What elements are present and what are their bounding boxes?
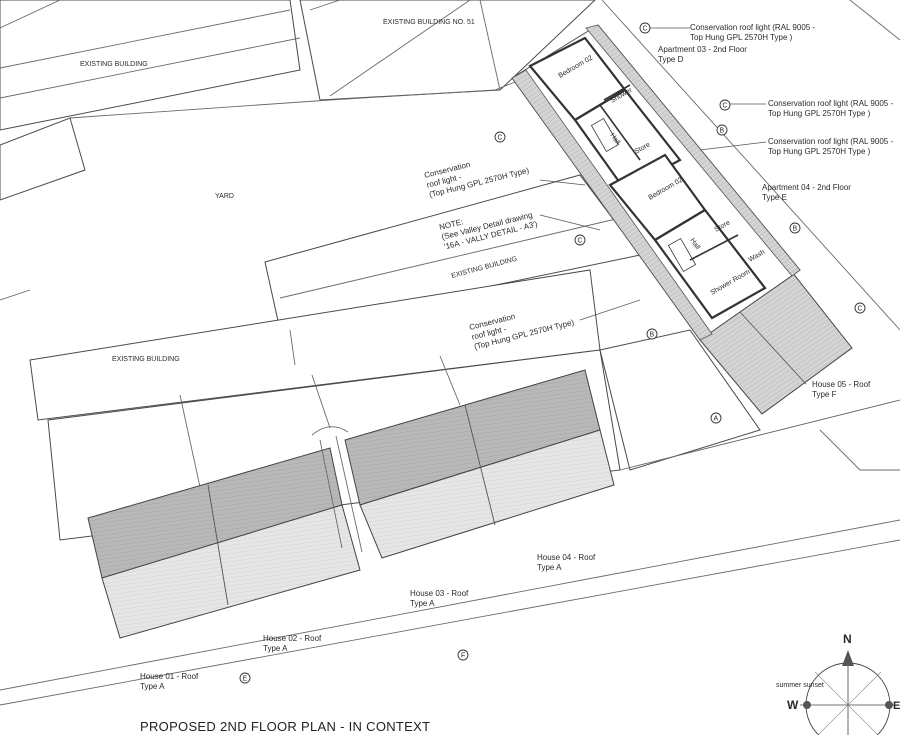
compass-west: W [787,698,799,712]
marker-11: E [239,672,251,684]
marker-5: C [574,234,586,246]
marker-7: C [854,302,866,314]
compass-east: E [893,700,900,712]
marker-6: B [789,222,801,234]
drawing-title: PROPOSED 2ND FLOOR PLAN - IN CONTEXT [140,719,430,734]
house-04-label: House 04 - Roof Type A [537,553,598,572]
roof-light-note-4: Conservation roof light - (Top Hung GPL … [423,146,530,200]
marker-4: B [716,124,728,136]
svg-text:C: C [498,135,503,142]
compass-rose: N W E summer sunset [776,632,900,735]
roof-light-note-3: Conservation roof light (RAL 9005 - Top … [768,137,895,156]
marker-8: B [646,328,658,340]
apartment-03-label: Apartment 03 - 2nd Floor Type D [658,45,749,64]
unit-labels: Apartment 03 - 2nd Floor Type D Apartmen… [140,45,873,691]
existing-building-51: EXISTING BUILDING NO. 51 [299,0,596,101]
passage-between-houses [311,426,363,553]
svg-text:Conservation roof ligh: Conservation roof light - (Top Hung GPL … [423,146,530,199]
marker-3: C [494,131,506,143]
roof-light-note-1: Conservation roof light (RAL 9005 - Top … [690,23,817,42]
svg-text:C: C [578,238,583,245]
svg-text:C: C [643,26,648,33]
marker-9: A [710,412,722,424]
compass-caption: summer sunset [776,682,824,689]
house-05-label: House 05 - Roof Type F [812,380,873,399]
house-03-label: House 03 - Roof Type A [410,589,471,608]
svg-text:C: C [858,306,863,313]
marker-2: C [719,99,731,111]
svg-text:A: A [714,416,719,423]
existing-building-top-left: EXISTING BUILDING [0,0,301,131]
compass-north: N [843,632,852,646]
yard-area: YARD [0,79,521,301]
svg-text:C: C [723,103,728,110]
existing-building-left-label: EXISTING BUILDING [112,356,180,363]
section-markers: C C C B C B C B A F E [239,22,866,684]
marker-1: C [639,22,651,34]
svg-text:B: B [650,332,655,339]
house-02-label: House 02 - Roof Type A [263,634,324,653]
svg-text:E: E [243,676,248,683]
boundary-lines [0,0,900,706]
existing-building-middle: EXISTING BUILDING [264,174,641,331]
marker-10: F [457,649,469,661]
apartment-block: Bedroom 02 Shower Hall Store Bedroom 02 … [511,24,801,341]
roof-light-note-2: Conservation roof light (RAL 9005 - Top … [768,99,895,118]
roof-house-03-04 [344,369,615,559]
yard-label: YARD [215,193,234,200]
apartment-04-label: Apartment 04 - 2nd Floor Type E [762,183,853,202]
svg-text:B: B [720,128,725,135]
leader-lines [539,27,767,321]
existing-building-51-label: EXISTING BUILDING NO. 51 [383,19,475,26]
house-01-label: House 01 - Roof Type A [140,672,201,691]
north-arrow-icon [842,650,854,666]
svg-text:B: B [793,226,798,233]
roof-house-01-02 [87,447,361,639]
existing-building-label: EXISTING BUILDING [80,61,148,68]
svg-text:F: F [461,653,465,660]
